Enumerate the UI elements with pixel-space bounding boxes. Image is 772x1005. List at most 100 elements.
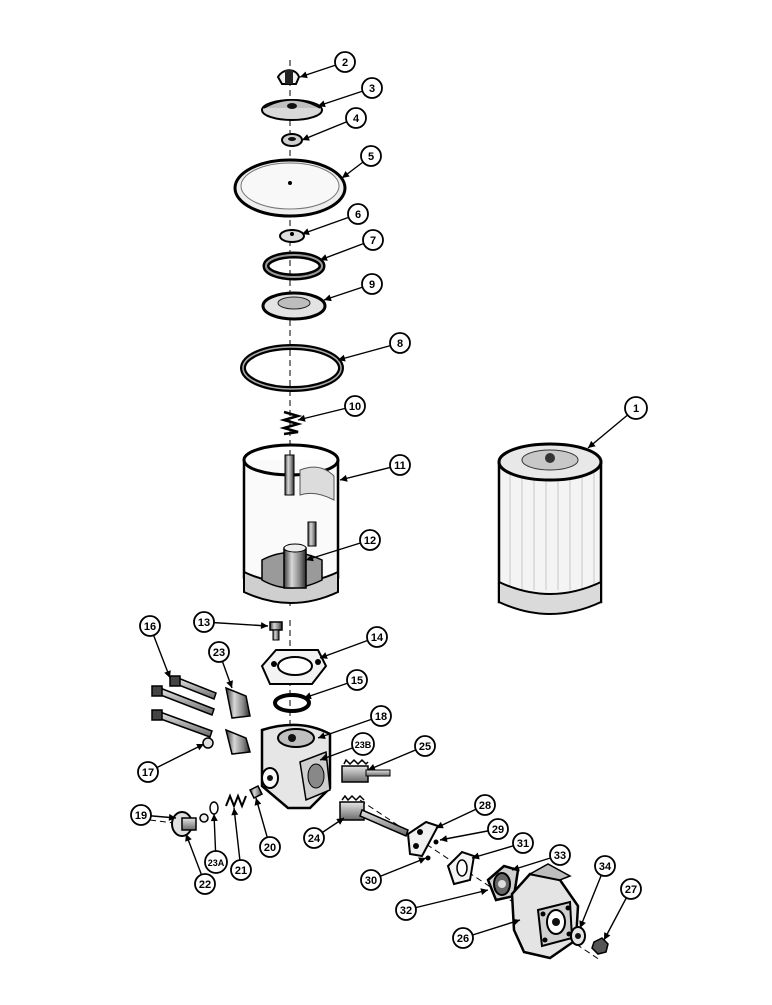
leader-arrow-c10: [298, 414, 306, 422]
callout-c18: 18: [370, 705, 392, 727]
filter-bowl-part: [242, 443, 340, 604]
leader-arrow-c23b: [320, 754, 328, 761]
callout-circle: [360, 869, 382, 891]
callout-c29: 29: [487, 818, 509, 840]
callout-c27: 27: [620, 878, 642, 900]
callout-c31: 31: [512, 832, 534, 854]
spring-part: [279, 410, 303, 436]
elbow-fittings-part: [224, 686, 251, 755]
callout-c19: 19: [130, 804, 152, 826]
leader-arrow-c6: [302, 228, 310, 235]
leader-arrow-c13: [260, 622, 268, 630]
callout-c34: 34: [594, 855, 616, 877]
cover-gasket-part: [446, 850, 476, 886]
callout-circle: [549, 844, 571, 866]
plug-washer-part: [209, 801, 219, 815]
leader-arrow-c16: [164, 670, 171, 678]
callout-c16: 16: [139, 615, 161, 637]
filter-cap-part: [261, 99, 323, 121]
leader-arrow-c5: [342, 170, 350, 178]
callout-label: 26: [457, 933, 469, 945]
callout-label: 19: [135, 810, 147, 822]
callout-label: 7: [370, 235, 376, 247]
callout-circle: [346, 669, 368, 691]
callout-label: 11: [394, 460, 406, 472]
callout-c1: 1: [624, 396, 648, 420]
callout-label: 14: [371, 632, 384, 644]
callout-circle: [259, 836, 281, 858]
leader-arrow-c34: [579, 920, 586, 928]
leader-arrow-c9: [324, 294, 332, 302]
callout-circle: [130, 804, 152, 826]
callout-circle: [370, 705, 392, 727]
leader-line-c34: [579, 865, 606, 929]
callout-label: 27: [625, 884, 637, 896]
callout-circle: [362, 229, 384, 251]
callout-label: 20: [264, 842, 276, 854]
callout-label: 13: [198, 617, 210, 629]
callout-circle: [359, 529, 381, 551]
callout-circle: [389, 332, 411, 354]
callout-circle: [230, 859, 252, 881]
callout-circle: [360, 145, 382, 167]
callout-label: 24: [308, 833, 321, 845]
callout-circle: [474, 794, 496, 816]
callout-c11: 11: [389, 454, 411, 476]
callout-c10: 10: [344, 395, 366, 417]
callout-circle: [303, 827, 325, 849]
callout-c7: 7: [362, 229, 384, 251]
leader-arrow-c18: [318, 732, 326, 739]
callout-circle: [351, 732, 375, 756]
callout-label: 18: [375, 711, 387, 723]
wear-plate-part: [406, 820, 440, 858]
callout-c21: 21: [230, 859, 252, 881]
callout-label: 21: [235, 865, 247, 877]
callout-label: 30: [365, 875, 377, 887]
callout-c5: 5: [360, 145, 382, 167]
callout-circle: [414, 735, 436, 757]
callout-label: 22: [199, 879, 211, 891]
callout-layer: 123456789101112131415161718192021222323A…: [130, 51, 648, 949]
upper-gear-part: [341, 758, 391, 783]
wing-nut-part: [276, 69, 301, 85]
callout-circle: [389, 454, 411, 476]
callout-circle: [361, 77, 383, 99]
callout-circle: [512, 832, 534, 854]
callout-c26: 26: [452, 927, 474, 949]
callout-c8: 8: [389, 332, 411, 354]
leader-arrow-c11: [340, 474, 348, 482]
callout-circle: [361, 273, 383, 295]
callout-label: 23: [213, 647, 225, 659]
leader-arrow-c29: [440, 835, 448, 843]
callout-c23a: 23A: [204, 850, 228, 874]
callout-c17: 17: [137, 761, 159, 783]
callout-label: 33: [554, 850, 566, 862]
drain-plug-part: [171, 811, 209, 837]
callout-label: 3: [369, 83, 375, 95]
leader-arrow-c3: [318, 100, 326, 108]
leader-line-c32: [405, 889, 489, 911]
callout-circle: [345, 107, 367, 129]
flange-gasket-part: [260, 649, 328, 685]
callout-circle: [139, 615, 161, 637]
leader-arrow-c27: [604, 932, 611, 940]
callout-c32: 32: [395, 899, 417, 921]
callout-c2: 2: [334, 51, 356, 73]
pump-cover-part: [510, 863, 580, 960]
sealing-disc-part: [261, 291, 327, 321]
leader-arrow-c12: [306, 554, 314, 562]
leader-line-c12: [305, 539, 371, 561]
callout-circle: [347, 203, 369, 225]
leader-arrow-c1: [588, 440, 596, 448]
callout-c30: 30: [360, 869, 382, 891]
leader-arrow-c23a: [210, 814, 218, 822]
relief-spring-part: [225, 793, 247, 809]
leader-arrow-c33: [512, 864, 520, 872]
callout-label: 10: [349, 401, 361, 413]
callout-label: 32: [400, 905, 412, 917]
callout-label: 31: [517, 838, 529, 850]
callout-circle: [487, 818, 509, 840]
callout-label: 34: [599, 861, 612, 873]
cover-nut-part: [591, 937, 609, 955]
